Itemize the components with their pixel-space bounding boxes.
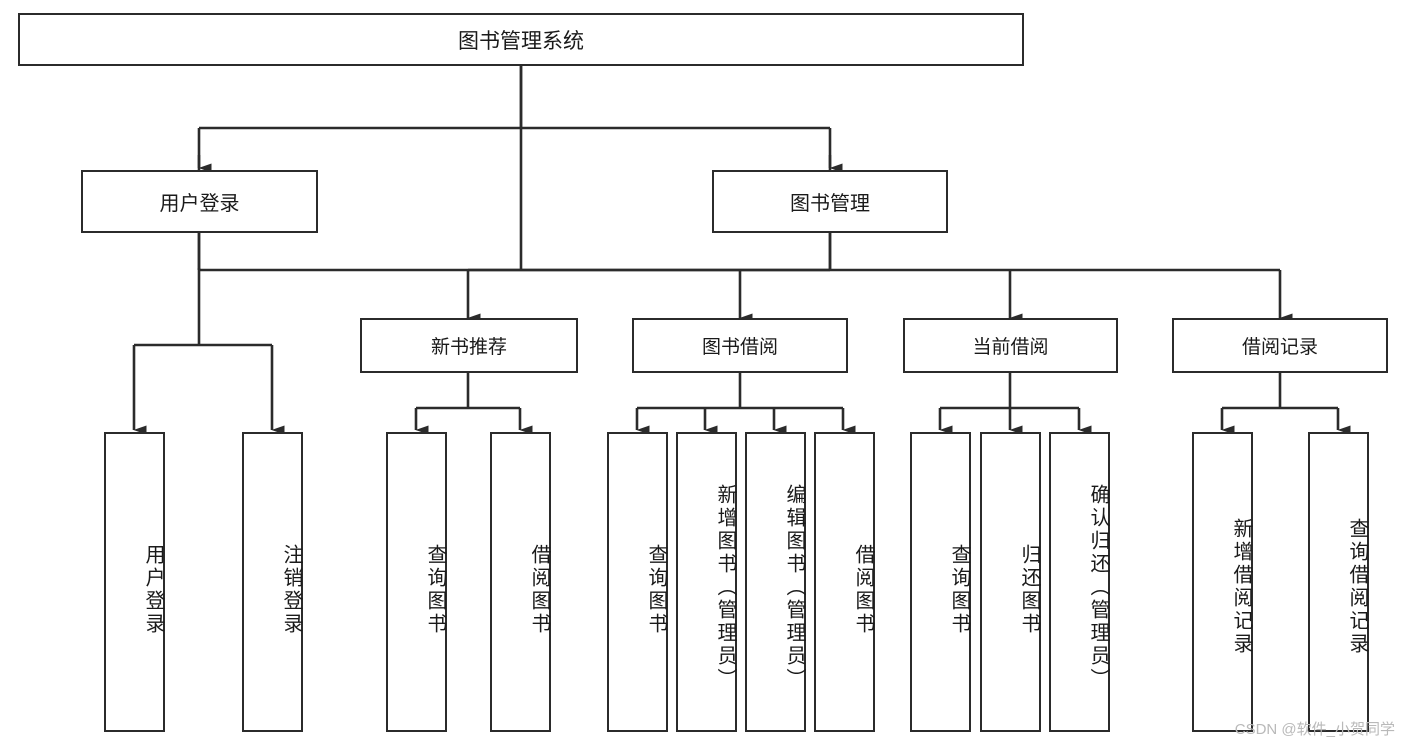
node-label: 查询图书 — [645, 544, 667, 636]
node-label: 新增借阅记录 — [1230, 518, 1252, 656]
node-label: 查询图书 — [948, 544, 970, 636]
leaf-return-books[interactable]: 归还图书 — [980, 432, 1041, 732]
node-root-book-management-system[interactable]: 图书管理系统 — [18, 13, 1024, 66]
node-label: 编辑图书（管理员） — [783, 483, 805, 691]
leaf-query-books-current[interactable]: 查询图书 — [910, 432, 971, 732]
leaf-edit-book-admin[interactable]: 编辑图书（管理员） — [745, 432, 806, 732]
node-label: 新书推荐 — [430, 337, 507, 358]
leaf-add-borrow-record[interactable]: 新增借阅记录 — [1192, 432, 1253, 732]
node-label: 查询借阅记录 — [1346, 518, 1368, 656]
leaf-user-login[interactable]: 用户登录 — [104, 432, 165, 732]
leaf-borrow-books[interactable]: 借阅图书 — [814, 432, 875, 732]
node-label: 归还图书 — [1018, 544, 1040, 636]
node-label: 借阅图书 — [852, 544, 874, 636]
leaf-query-books-recommend[interactable]: 查询图书 — [386, 432, 447, 732]
node-label: 注销登录 — [280, 544, 302, 636]
leaf-borrow-books-recommend[interactable]: 借阅图书 — [490, 432, 551, 732]
node-borrow-records[interactable]: 借阅记录 — [1172, 318, 1388, 373]
node-label: 确认归还（管理员） — [1087, 483, 1109, 691]
node-label: 借阅图书 — [528, 544, 550, 636]
csdn-watermark: CSDN @软件_小贺同学 — [1234, 721, 1395, 738]
leaf-add-book-admin[interactable]: 新增图书（管理员） — [676, 432, 737, 732]
node-label: 新增图书（管理员） — [714, 483, 736, 691]
node-book-management[interactable]: 图书管理 — [712, 170, 948, 233]
leaf-confirm-return-admin[interactable]: 确认归还（管理员） — [1049, 432, 1110, 732]
node-current-borrow[interactable]: 当前借阅 — [903, 318, 1118, 373]
node-book-borrow[interactable]: 图书借阅 — [632, 318, 848, 373]
leaf-query-books-borrow[interactable]: 查询图书 — [607, 432, 668, 732]
node-user-login[interactable]: 用户登录 — [81, 170, 318, 233]
node-label: 图书管理系统 — [458, 29, 584, 53]
node-label: 当前借阅 — [972, 337, 1049, 358]
node-new-book-recommend[interactable]: 新书推荐 — [360, 318, 578, 373]
node-label: 用户登录 — [142, 544, 164, 636]
node-label: 查询图书 — [424, 544, 446, 636]
leaf-logout[interactable]: 注销登录 — [242, 432, 303, 732]
node-label: 图书借阅 — [701, 337, 778, 358]
leaf-query-borrow-record[interactable]: 查询借阅记录 — [1308, 432, 1369, 732]
node-label: 用户登录 — [159, 193, 240, 215]
node-label: 借阅记录 — [1241, 337, 1318, 358]
node-label: 图书管理 — [790, 193, 870, 215]
